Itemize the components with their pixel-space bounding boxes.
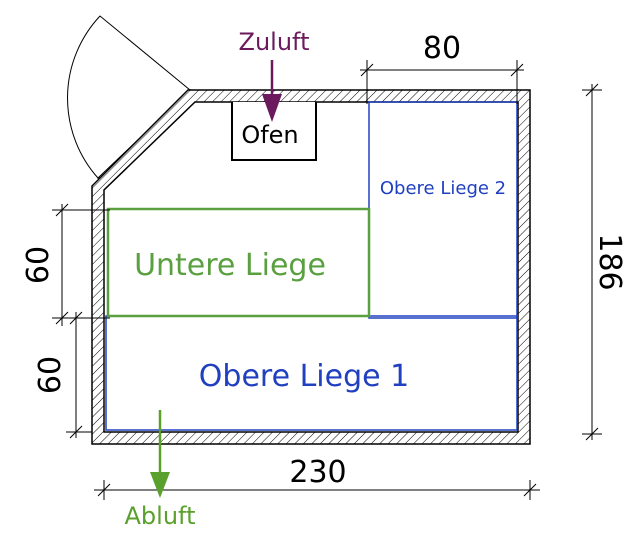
- untere-liege-label: Untere Liege: [134, 248, 326, 283]
- zuluft-label: Zuluft: [239, 28, 310, 56]
- dimension-bottom-label: 230: [289, 455, 346, 490]
- abluft-label: Abluft: [125, 502, 196, 530]
- obere-liege-1-label: Obere Liege 1: [199, 359, 409, 394]
- dimension-left: [52, 203, 110, 439]
- dimension-right: [582, 83, 602, 441]
- untere-liege: [106, 207, 371, 318]
- obere-liege-2-label: Obere Liege 2: [380, 178, 506, 199]
- ofen: Ofen: [231, 102, 317, 161]
- dimension-bottom: [94, 480, 540, 500]
- dimension-top: [360, 60, 524, 104]
- abluft-arrow-head: [150, 472, 170, 498]
- zuluft-indicator: Zuluft: [239, 28, 310, 122]
- dimension-top-label: 80: [423, 31, 461, 66]
- dimension-right-label: 186: [592, 233, 627, 290]
- abluft-indicator: Abluft: [125, 410, 196, 530]
- ofen-label: Ofen: [241, 121, 298, 149]
- obere-liege-2: [368, 101, 518, 319]
- door-swing: [67, 15, 191, 179]
- dimension-left-lower-label: 60: [33, 356, 68, 394]
- dimension-left-upper-label: 60: [21, 246, 56, 284]
- zuluft-arrow-head: [262, 94, 282, 122]
